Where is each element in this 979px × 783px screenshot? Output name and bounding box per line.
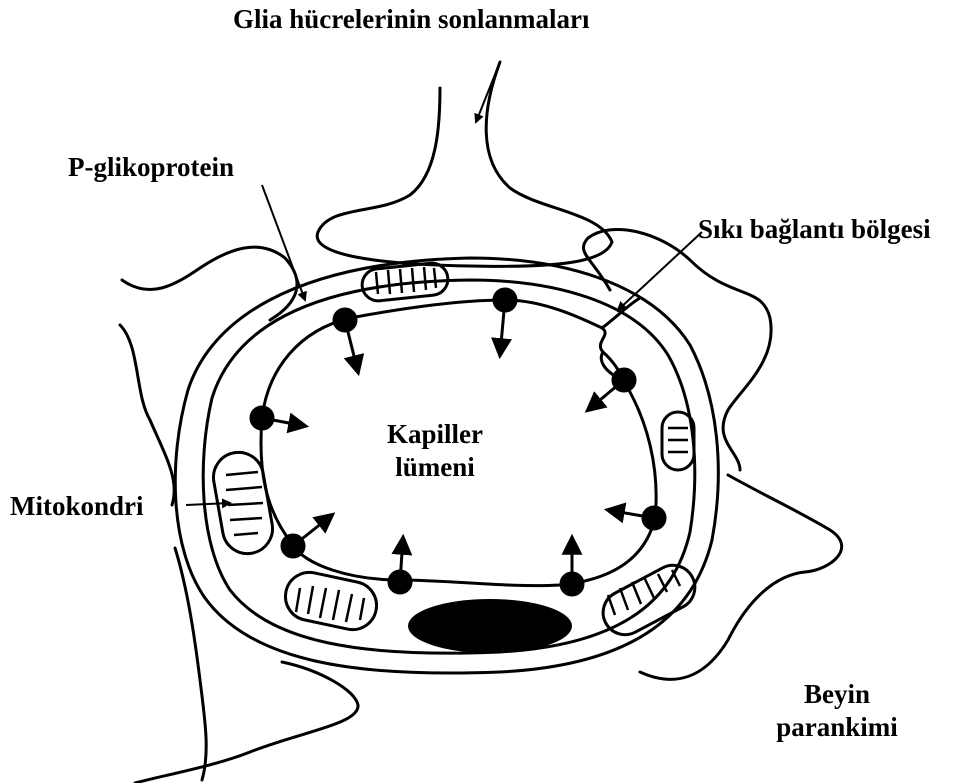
p-glycoprotein-pump <box>388 538 412 594</box>
glia-endfoot-bottom-left-outer <box>135 662 358 783</box>
glia-endfoot-bottom-left <box>175 548 206 780</box>
leader-p-glycoprotein <box>262 185 305 300</box>
glia-endfoot-top-left <box>122 247 297 320</box>
glia-endfoot-left <box>120 325 174 505</box>
glia-endfoot-top <box>317 62 612 266</box>
p-glycoprotein-pump <box>281 515 332 558</box>
p-glycoprotein-pump <box>493 288 517 355</box>
label-capillary-lumen-line1: Kapiller <box>370 418 500 451</box>
p-glycoprotein-pump <box>333 308 358 372</box>
label-brain-parenchyma-line1: Beyin <box>752 678 922 711</box>
label-capillary-lumen-line2: lümeni <box>370 451 500 484</box>
label-glia-endings: Glia hücrelerinin sonlanmaları <box>233 3 590 36</box>
p-glycoprotein-pump <box>560 538 584 596</box>
label-brain-parenchyma: Beyin parankimi <box>752 678 922 744</box>
label-p-glycoprotein: P-glikoprotein <box>68 151 234 184</box>
endothelial-nucleus <box>408 599 572 653</box>
label-brain-parenchyma-line2: parankimi <box>752 711 922 744</box>
p-glycoprotein-pump <box>608 506 666 530</box>
label-tight-junction: Sıkı bağlantı bölgesi <box>698 213 931 246</box>
p-glycoprotein-pump <box>250 406 305 430</box>
leader-mitochondria <box>186 503 230 505</box>
label-capillary-lumen: Kapiller lümeni <box>370 418 500 484</box>
label-mitochondria: Mitokondri <box>10 490 144 523</box>
leader-tight-junction <box>618 232 702 310</box>
glia-endfoot-right <box>583 229 771 470</box>
